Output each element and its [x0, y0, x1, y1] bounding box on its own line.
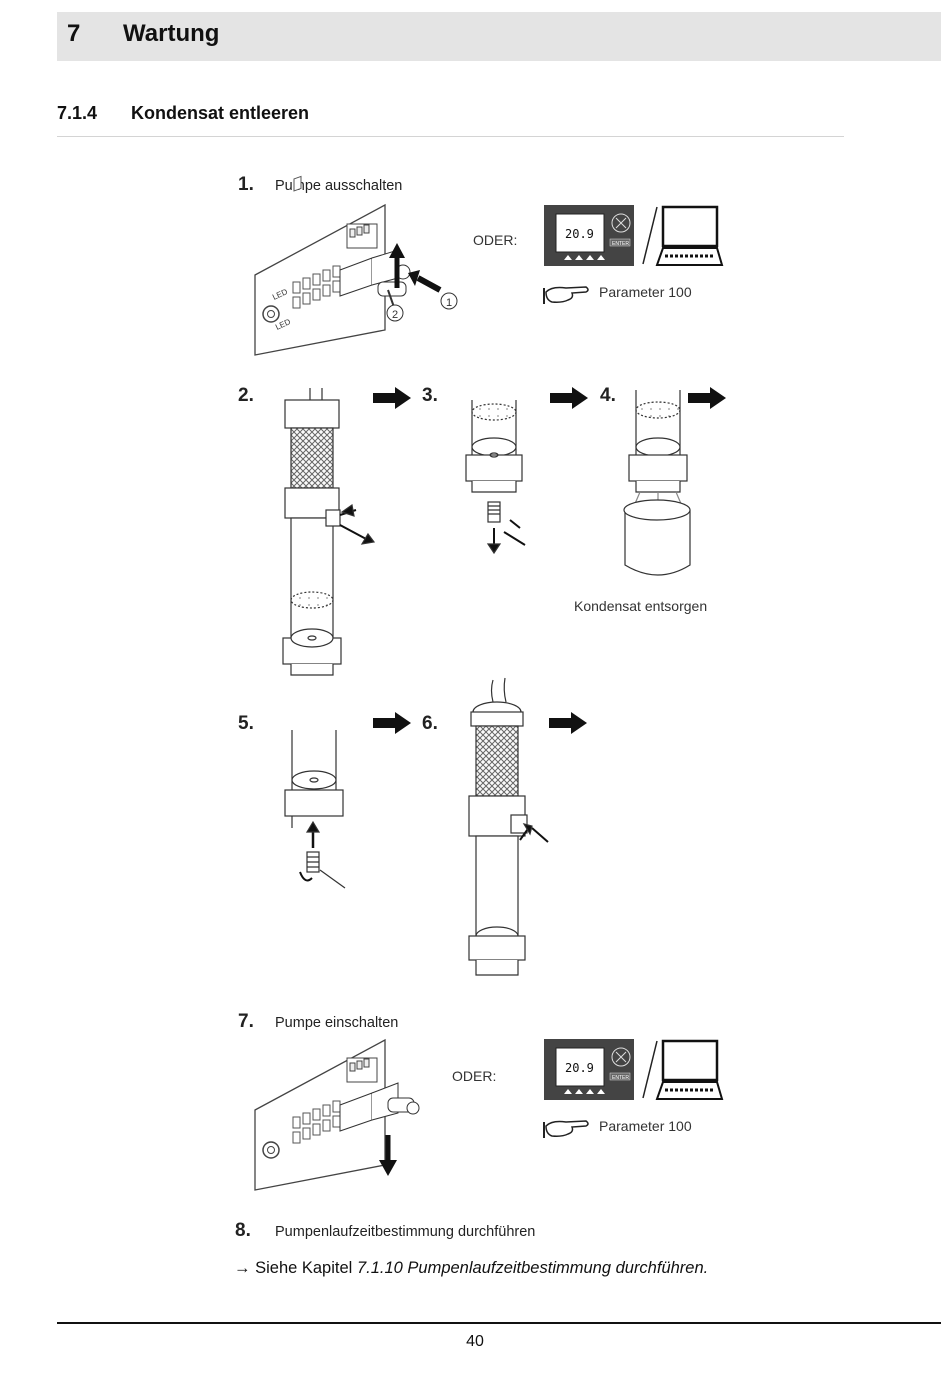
step-8-number: 8. — [235, 1220, 251, 1241]
chapter-number: 7 — [67, 20, 81, 47]
chapter-header: 7 Wartung — [57, 12, 941, 61]
filter-tube-step-3 — [465, 400, 526, 555]
footer-divider — [57, 1322, 941, 1324]
step-5-number: 5. — [238, 713, 254, 734]
laptop-icon — [655, 1039, 724, 1100]
filter-tube-step-2 — [282, 388, 376, 676]
chapter-reference: → Siehe Kapitel 7.1.10 Pumpenlaufzeitbes… — [234, 1259, 708, 1278]
controller-display-2: 20.9 — [565, 1061, 594, 1075]
filter-tube-step-5 — [284, 730, 346, 889]
control-panel-illustration-1: LED LED 1 2 — [254, 175, 458, 356]
step-1-number: 1. — [238, 174, 254, 195]
step-8-text: Pumpenlaufzeitbestimmung durchführen — [275, 1224, 536, 1240]
controller-enter-1: ENTER — [612, 241, 629, 247]
oder-label-2: ODER: — [452, 1068, 497, 1084]
control-panel-illustration-7 — [254, 1038, 420, 1191]
step-2-number: 2. — [238, 385, 254, 406]
pointing-hand-icon — [543, 286, 589, 304]
section-title: Kondensat entleeren — [131, 103, 310, 123]
controller-enter-2: ENTER — [612, 1075, 629, 1081]
reference-link[interactable]: 7.1.10 Pumpenlaufzeitbestimmung durchfüh… — [356, 1259, 709, 1277]
separator-slash-1 — [642, 206, 658, 265]
marker-2: 2 — [392, 309, 398, 321]
section-number: 7.1.4 — [57, 103, 98, 123]
right-arrow-icon — [688, 387, 726, 409]
parameter-label-1: Parameter 100 — [599, 284, 692, 300]
step-4-number: 4. — [600, 385, 616, 406]
laptop-icon — [655, 205, 724, 266]
dispose-label: Kondensat entsorgen — [574, 598, 708, 614]
step-6-number: 6. — [422, 713, 438, 734]
right-arrow-icon — [373, 712, 411, 734]
parameter-label-2: Parameter 100 — [599, 1118, 692, 1134]
page-number: 40 — [466, 1333, 484, 1350]
oder-label-1: ODER: — [473, 232, 518, 248]
filter-tube-step-6 — [468, 677, 549, 976]
controller-icon: 20.9 ENTER — [544, 1039, 634, 1100]
controller-icon: 20.9 ENTER — [544, 205, 634, 266]
controller-display-1: 20.9 — [565, 227, 594, 241]
pointing-hand-icon — [543, 1120, 589, 1138]
marker-1: 1 — [446, 297, 452, 309]
step-3-number: 3. — [422, 385, 438, 406]
reference-prefix: Siehe Kapitel — [255, 1259, 353, 1277]
separator-slash-2 — [642, 1040, 658, 1099]
right-arrow-icon — [550, 387, 588, 409]
right-arrow-icon — [373, 387, 411, 409]
chapter-title: Wartung — [123, 20, 220, 47]
step-7-number: 7. — [238, 1011, 254, 1032]
reference-arrow-icon: → — [234, 1259, 251, 1277]
filter-tube-step-4 — [623, 390, 691, 576]
step-1-text: Pumpe ausschalten — [275, 178, 403, 194]
step-7-text: Pumpe einschalten — [275, 1015, 399, 1031]
section-divider — [57, 136, 844, 137]
right-arrow-icon — [549, 712, 587, 734]
